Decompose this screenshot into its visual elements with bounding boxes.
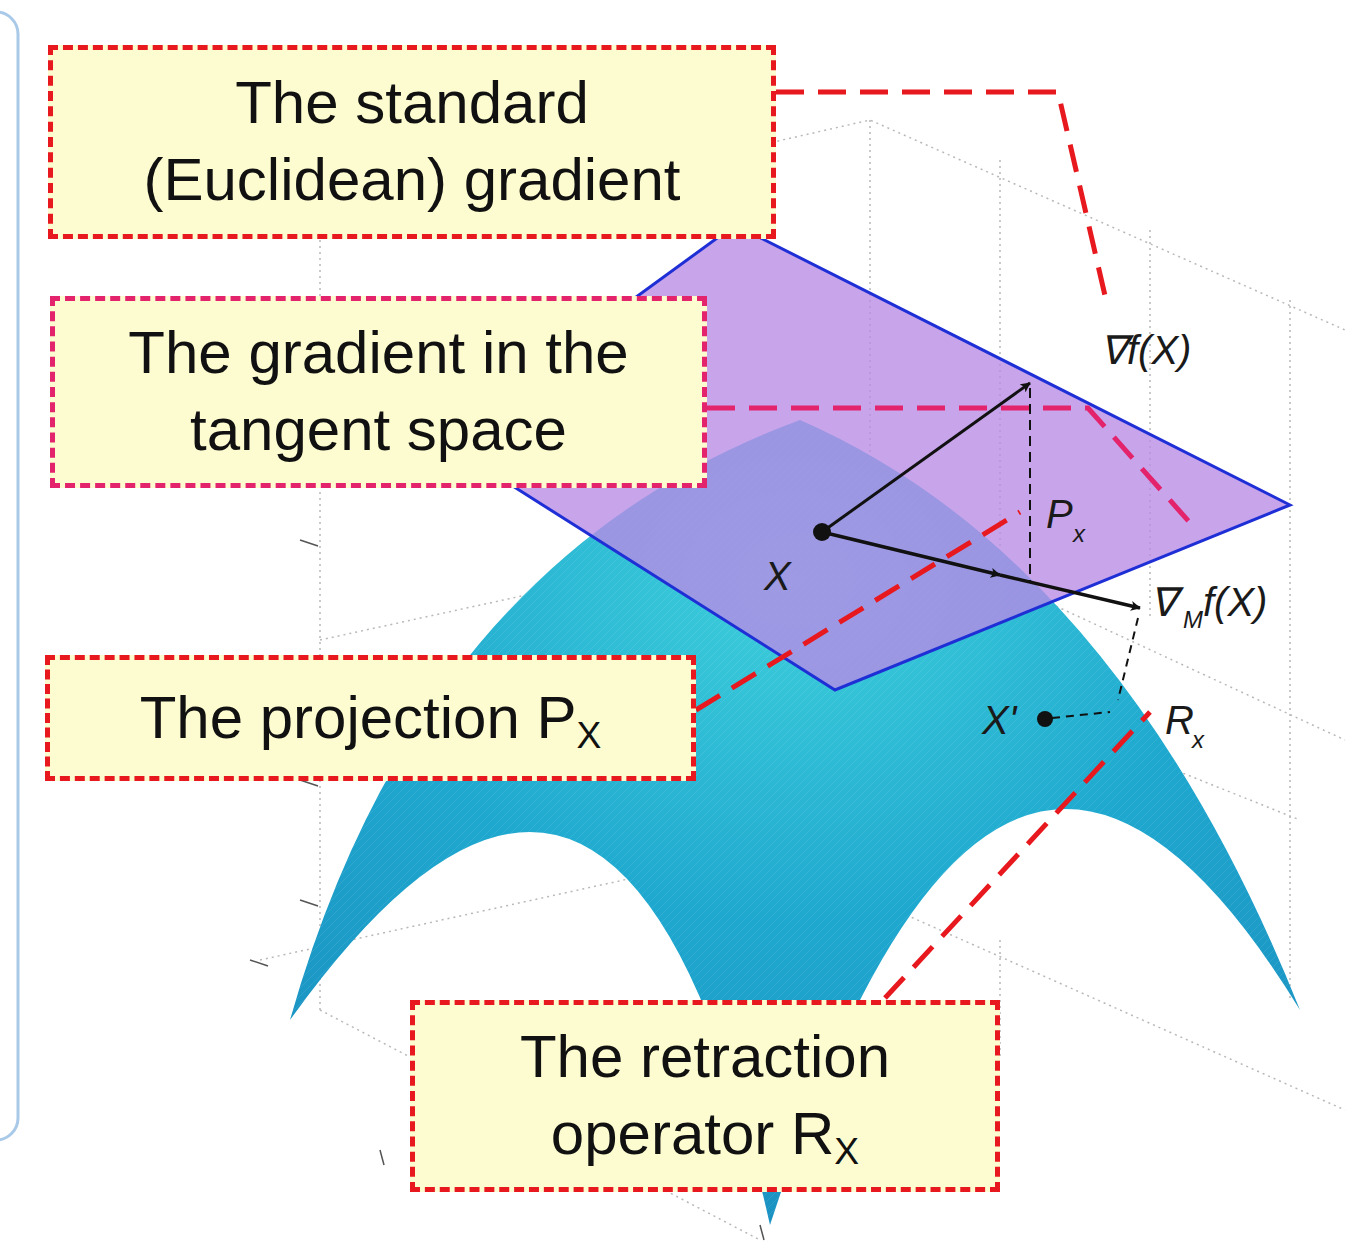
riemannian-gradient-arrow (1000, 575, 1140, 608)
subscript-label: x (1073, 522, 1085, 546)
operator-symbol: P (1046, 494, 1073, 534)
subscript-text: X (834, 1130, 859, 1172)
leader-line (776, 92, 1106, 300)
leader-line (707, 408, 1192, 525)
gradient-symbol: ∇f(X) (1100, 330, 1191, 370)
subscript-text: X (577, 714, 602, 756)
callout-label: The projection P (140, 684, 577, 751)
projection-line (1029, 388, 1031, 582)
callout-text: The gradient in the tangent space (119, 315, 639, 469)
callout-label: The gradient in the tangent space (128, 319, 628, 463)
callout-box: The retraction operator RX (410, 1000, 1000, 1192)
retraction-line (1052, 712, 1110, 718)
callout-text: The retraction operator RX (470, 1019, 940, 1173)
gradient-symbol: ∇ (1150, 582, 1177, 622)
leader-line (696, 512, 1020, 710)
euclidean-gradient-arrow (822, 383, 1030, 532)
callout-box: The projection PX (45, 655, 696, 781)
projected-arrow-head (822, 532, 1000, 575)
callout-text: The standard (Euclidean) gradient (132, 65, 692, 219)
retraction-line (1118, 618, 1138, 700)
callout-label: The standard (Euclidean) gradient (144, 69, 681, 213)
callout-text: The projection PX (140, 680, 602, 757)
point-x (813, 523, 831, 541)
callout-box: The gradient in the tangent space (50, 296, 707, 488)
subscript-label: M (1183, 608, 1203, 632)
subscript-label: x (1192, 728, 1204, 752)
leader-line (885, 712, 1150, 998)
panel-edge (0, 12, 18, 1140)
point-x-prime (1037, 711, 1053, 727)
callout-box: The standard (Euclidean) gradient (48, 45, 776, 239)
gradient-symbol: f(X) (1203, 582, 1267, 622)
point-label: X' (982, 700, 1016, 740)
operator-symbol: R (1165, 700, 1194, 740)
point-label: X (764, 556, 791, 596)
